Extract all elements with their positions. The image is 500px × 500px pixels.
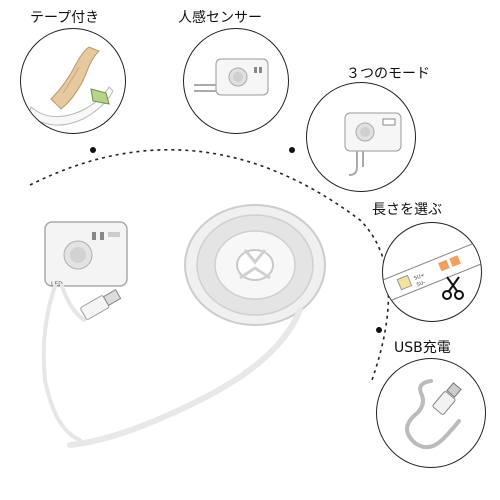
usb-plug [80,289,122,320]
feature-label-modes: ３つのモード [346,66,430,82]
feature-label-length: 長さを選ぶ [372,202,442,218]
scissors-cut-icon: 5U+ 5U- [383,240,481,304]
tape-bubble [20,28,126,134]
motion-sensor-icon [194,58,269,96]
svg-text:5U-: 5U- [416,280,426,289]
sensor-module-label: LED [51,281,63,288]
led-strip-reel [184,204,326,326]
mode-switch-icon [344,112,402,176]
modes-bubble [306,82,416,192]
svg-text:5U+: 5U+ [413,272,425,282]
usb-cable-icon [405,379,462,450]
length-bubble: 5U+ 5U- [382,222,482,322]
feature-label-sensor: 人感センサー [178,10,262,26]
usb-bubble [376,358,486,468]
feature-label-tape: テープ付き [30,10,100,26]
feature-label-usb: USB充電 [394,340,451,356]
sensor-bubble [183,28,289,134]
adhesive-tape-icon [28,46,114,126]
sensor-module: LED [44,221,128,288]
